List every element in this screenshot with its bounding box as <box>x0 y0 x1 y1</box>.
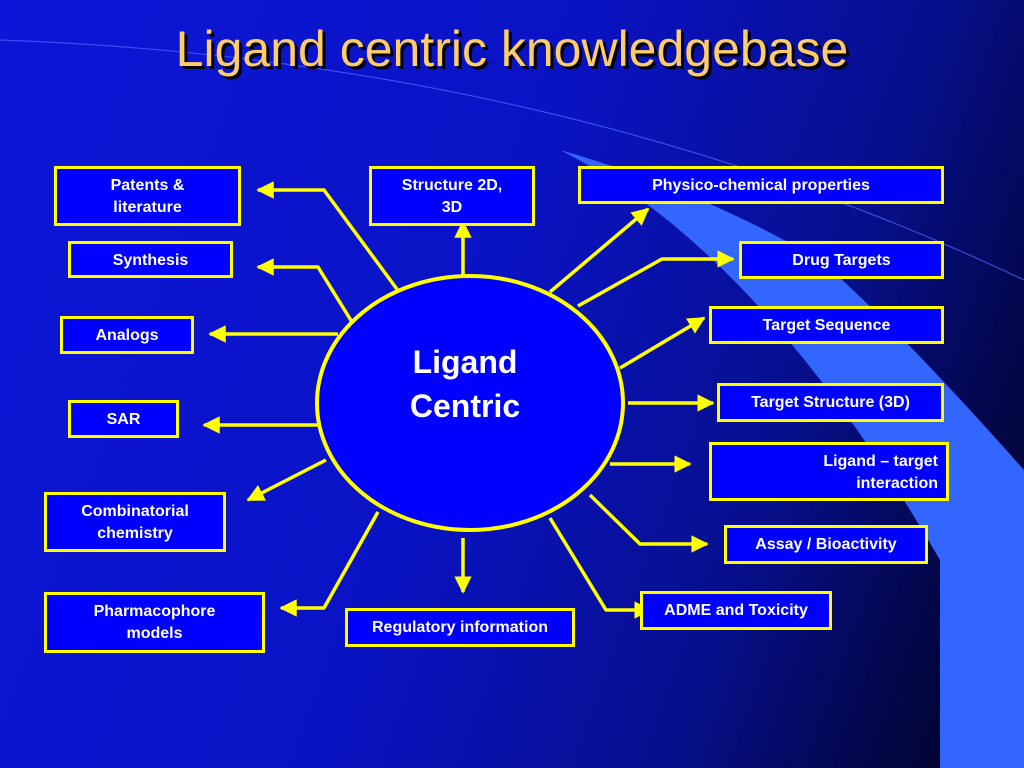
box-combinatorial: Combinatorial chemistry <box>44 492 226 552</box>
arrow-patents <box>256 181 404 298</box>
box-drug-targets: Drug Targets <box>739 241 944 279</box>
box-pharmacophore: Pharmacophore models <box>44 592 265 653</box>
box-structure: Structure 2D, 3D <box>369 166 535 226</box>
arrow-combinatorial <box>246 458 327 502</box>
slide-title: Ligand centric knowledgebase <box>175 21 849 77</box>
box-assay: Assay / Bioactivity <box>724 525 928 564</box>
arrow-pharmacophore <box>279 511 380 617</box>
box-target-structure: Target Structure (3D) <box>717 383 944 422</box>
arrow-physico <box>548 207 650 294</box>
box-analogs: Analogs <box>60 316 194 354</box>
arrow-target-sequence <box>619 316 706 370</box>
center-label: Ligand Centric <box>409 344 521 424</box>
box-target-sequence: Target Sequence <box>709 306 944 344</box>
arrow-synthesis <box>256 258 354 323</box>
box-physico: Physico-chemical properties <box>578 166 944 204</box>
arrow-assay <box>588 493 709 553</box>
box-ligand-target: Ligand – target interaction <box>709 442 949 501</box>
box-adme: ADME and Toxicity <box>640 591 832 630</box>
box-regulatory: Regulatory information <box>345 608 575 647</box>
box-patents: Patents & literature <box>54 166 241 226</box>
arrow-drug-targets <box>577 250 735 308</box>
central-ellipse <box>315 274 625 532</box>
box-sar: SAR <box>68 400 179 438</box>
box-synthesis: Synthesis <box>68 241 233 278</box>
arrow-adme <box>548 517 652 619</box>
background-arc <box>0 39 1024 281</box>
